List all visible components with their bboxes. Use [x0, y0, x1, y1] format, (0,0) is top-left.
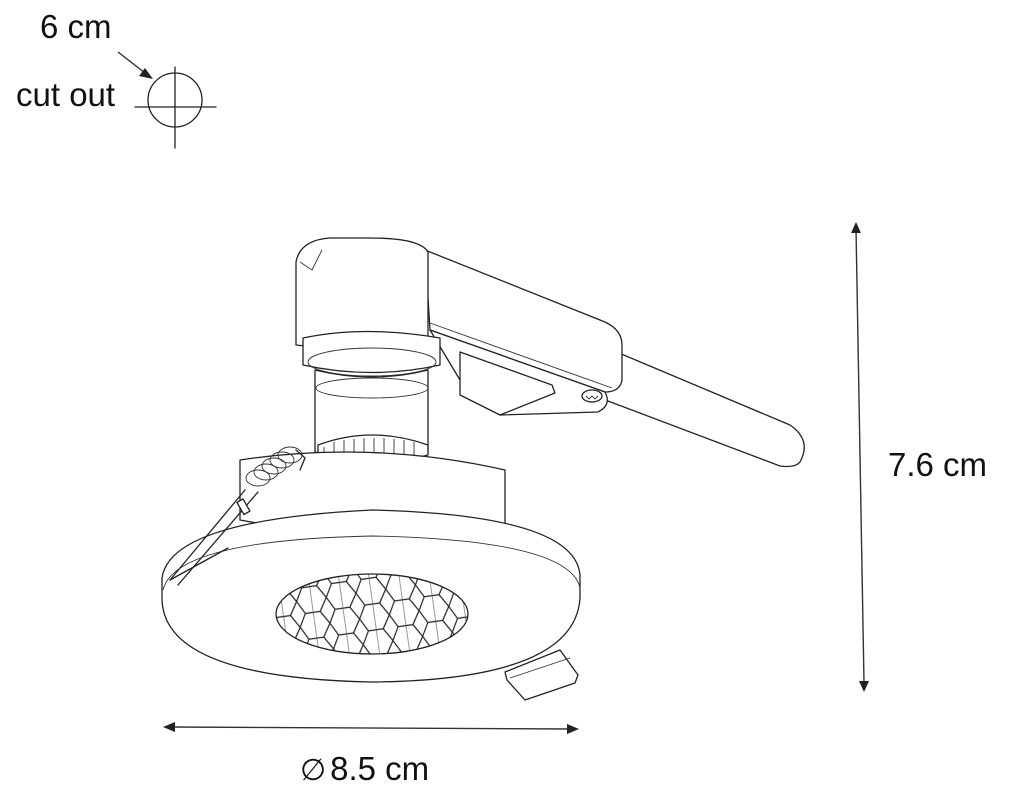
cutout-arrow-icon — [117, 51, 153, 79]
power-cable — [599, 344, 805, 468]
bracket-tab — [504, 649, 579, 701]
cutout-text-label: cut out — [16, 76, 116, 113]
spring-clip — [169, 446, 306, 586]
transformer-housing — [295, 237, 623, 416]
lamp-socket — [302, 330, 441, 464]
width-dimension-arrow — [163, 722, 579, 734]
honeycomb-louvre — [275, 573, 469, 655]
height-dimension-arrow — [851, 222, 869, 692]
crosshair-circle-icon — [134, 66, 217, 149]
cutout-size-label: 6 cm — [40, 8, 112, 45]
height-dimension-label: 7.6 cm — [888, 446, 988, 483]
diameter-symbol-icon: ∅ — [300, 754, 327, 787]
width-dimension-label: ∅8.5 cm — [300, 752, 429, 786]
width-value: 8.5 cm — [330, 750, 430, 787]
